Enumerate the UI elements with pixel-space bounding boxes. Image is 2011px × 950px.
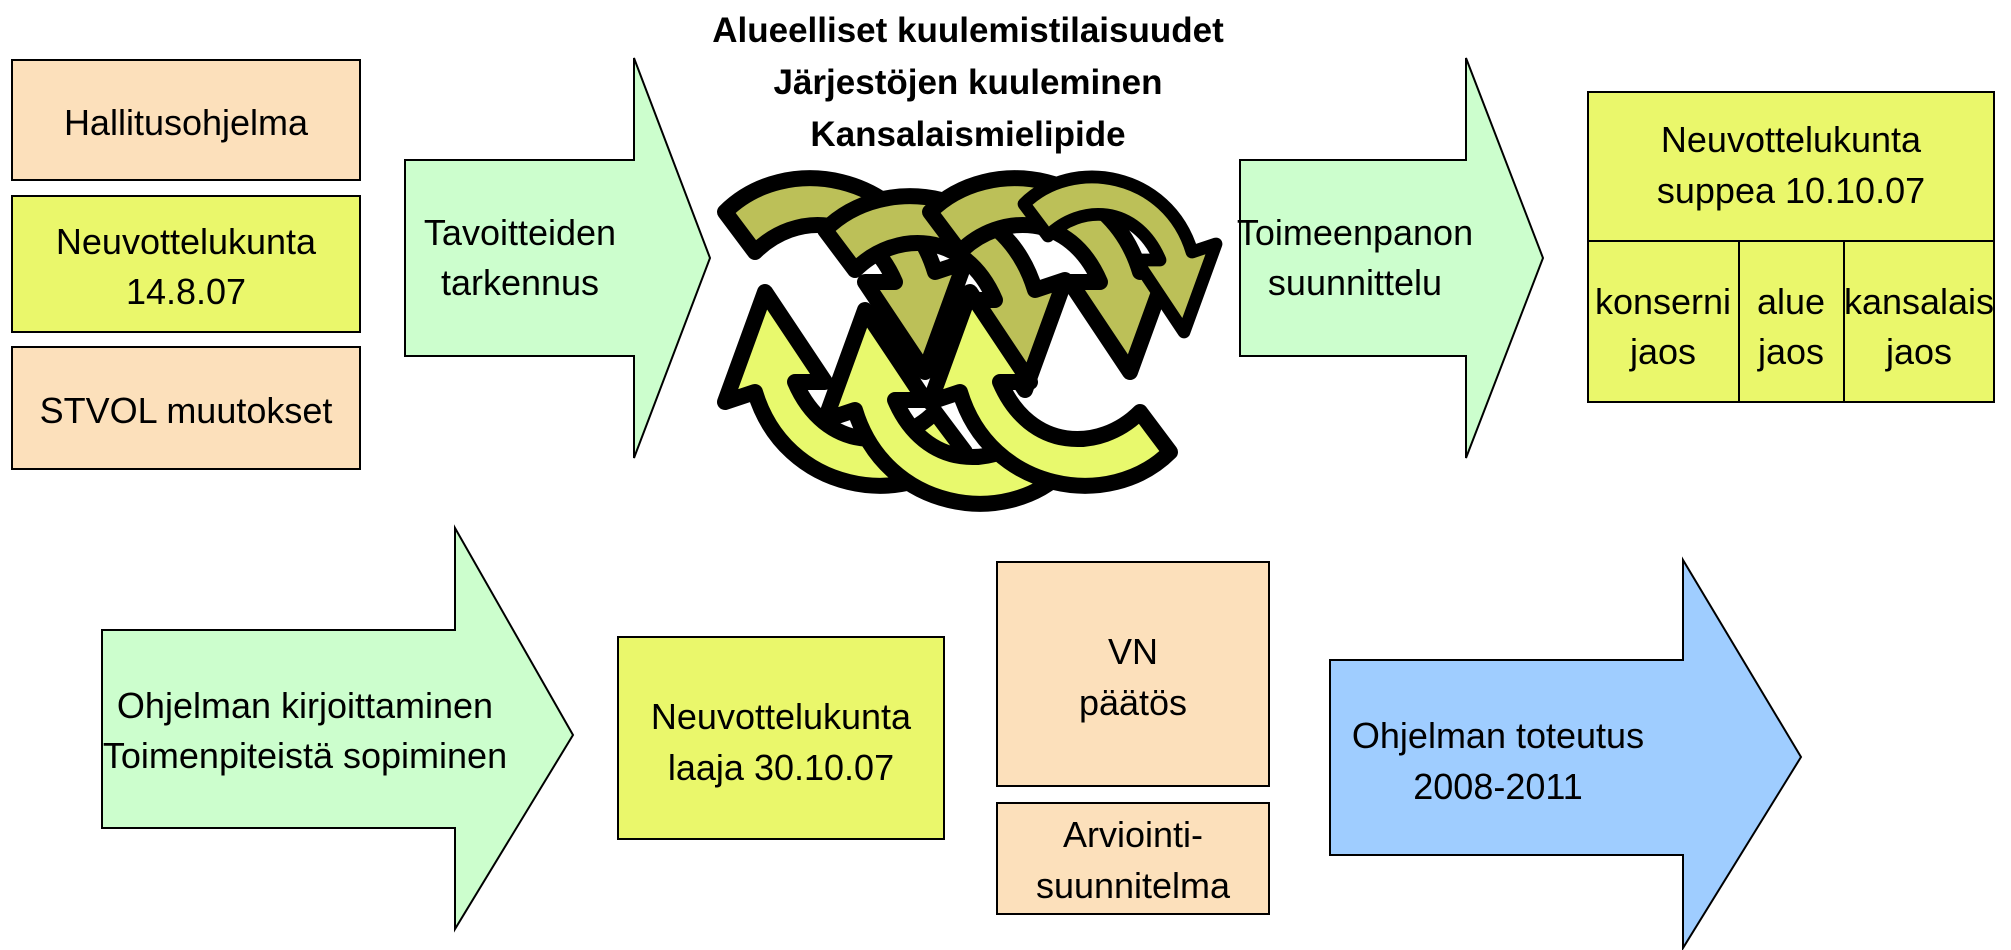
hearings-line1: Alueelliset kuulemistilaisuudet — [712, 11, 1224, 50]
laaja-line2: laaja 30.10.07 — [668, 747, 894, 788]
stvol-label: STVOL muutokset — [40, 390, 333, 431]
stvol-box — [11, 346, 361, 470]
toimeenpanon-line1: Toimeenpanon — [1237, 212, 1473, 253]
neuvottelukunta-1487-box — [11, 195, 361, 333]
tavoitteiden-arrow — [404, 57, 712, 459]
tavoitteiden-line1: Tavoitteiden — [424, 212, 616, 253]
arviointi-line1: Arviointi- — [1063, 814, 1203, 855]
laaja-line1: Neuvottelukunta — [651, 696, 912, 737]
konserni-jaos-line1: konserni — [1595, 281, 1731, 322]
suppea-box — [1587, 91, 1995, 403]
neuvottelukunta-1487-line2: 14.8.07 — [126, 271, 246, 312]
cycle-arrows-icon — [717, 170, 1223, 512]
toimeenpanon-line2: suunnittelu — [1268, 262, 1442, 303]
hearings-line3: Kansalaismielipide — [810, 115, 1125, 154]
kansalais-jaos-line1: kansalais — [1844, 281, 1994, 322]
kansalais-jaos-line2: jaos — [1885, 331, 1952, 372]
alue-jaos-line1: alue — [1757, 281, 1825, 322]
hearings-line2: Järjestöjen kuuleminen — [773, 63, 1162, 102]
hallitusohjelma-box — [11, 59, 361, 181]
tavoitteiden-line2: tarkennus — [441, 262, 599, 303]
vn-line2: päätös — [1079, 682, 1187, 723]
toteutus-line1: Ohjelman toteutus — [1352, 715, 1644, 756]
suppea-title-line1: Neuvottelukunta — [1661, 119, 1922, 160]
ohjelman-kirjoittaminen-arrow — [101, 524, 575, 933]
hallitusohjelma-label: Hallitusohjelma — [64, 102, 309, 143]
toteutus-line2: 2008-2011 — [1413, 766, 1583, 807]
alue-jaos-line2: jaos — [1757, 331, 1824, 372]
neuvottelukunta-1487-line1: Neuvottelukunta — [56, 221, 317, 262]
arviointi-box — [996, 802, 1270, 915]
vn-paatos-box — [996, 561, 1270, 787]
ohjelman-toteutus-arrow — [1329, 556, 1803, 950]
vn-line1: VN — [1108, 631, 1158, 672]
konserni-jaos-line2: jaos — [1629, 331, 1696, 372]
toimeenpanon-arrow — [1239, 57, 1545, 459]
arviointi-line2: suunnitelma — [1036, 865, 1231, 906]
suppea-title-line2: suppea 10.10.07 — [1657, 170, 1925, 211]
laaja-box — [617, 636, 945, 840]
ohjelman-kirj-line1: Ohjelman kirjoittaminen — [117, 685, 493, 726]
ohjelman-kirj-line2: Toimenpiteistä sopiminen — [103, 735, 507, 776]
